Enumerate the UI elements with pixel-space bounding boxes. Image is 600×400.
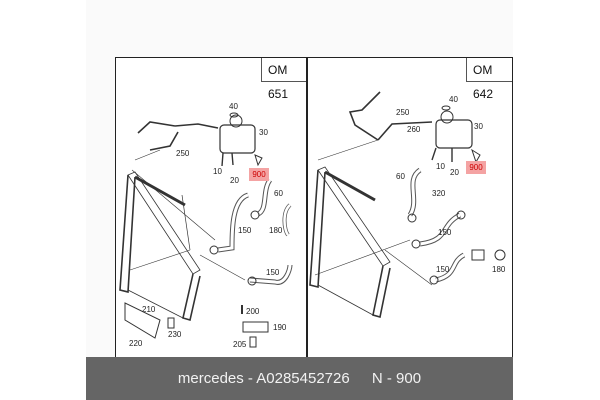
part-number: 20	[450, 168, 459, 177]
part-number: 30	[474, 122, 483, 131]
part-number: 30	[259, 128, 268, 137]
part-number: 320	[432, 189, 446, 198]
part-number: 180	[269, 226, 283, 235]
part-number: 250	[396, 108, 410, 117]
part-number: 10	[213, 167, 222, 176]
part-number: 260	[407, 125, 421, 134]
panel-divider	[306, 57, 308, 357]
part-number: 230	[168, 330, 182, 339]
diagram-frame	[115, 57, 513, 357]
engine-label-text: OM 651	[268, 63, 289, 101]
part-number: 10	[436, 162, 445, 171]
part-number: 60	[396, 172, 405, 181]
part-number: 190	[273, 323, 287, 332]
part-number: 180	[492, 265, 506, 274]
part-number: 20	[230, 176, 239, 185]
part-number: 205	[233, 340, 247, 349]
position-number: N - 900	[371, 370, 422, 387]
part-number: 150	[238, 226, 252, 235]
part-number: 200	[246, 307, 260, 316]
engine-label-om651: OM 651	[261, 58, 306, 101]
part-number: 40	[229, 102, 238, 111]
part-number: 210	[142, 305, 156, 314]
part-number: 60	[274, 189, 283, 198]
highlighted-part-900[interactable]: 900	[249, 168, 269, 181]
engine-label-text: OM 642	[473, 63, 494, 101]
caption-bar: mercedes - A0285452726 N - 900	[86, 357, 513, 400]
part-number: 150	[436, 265, 450, 274]
brand-part-number: mercedes - A0285452726	[177, 370, 350, 387]
highlighted-part-900[interactable]: 900	[466, 161, 486, 174]
part-number: 40	[449, 95, 458, 104]
part-number: 220	[129, 339, 143, 348]
part-number: 150	[266, 268, 280, 277]
part-number: 250	[176, 149, 190, 158]
engine-label-om642: OM 642	[466, 58, 512, 101]
part-number: 150	[438, 228, 452, 237]
